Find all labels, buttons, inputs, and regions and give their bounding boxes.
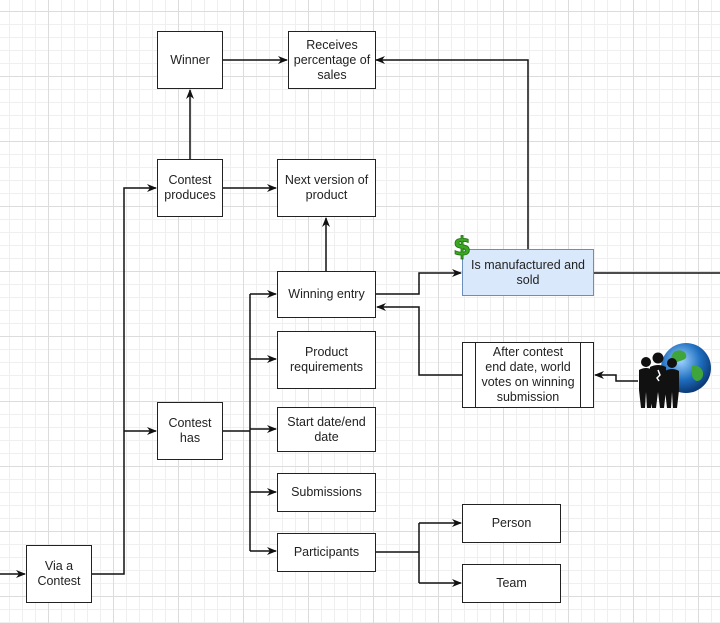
node-participants[interactable]: Participants xyxy=(277,533,376,572)
node-label: After contest end date, world votes on w… xyxy=(481,345,575,404)
edge-winning-to-manufactured xyxy=(376,269,462,295)
node-label: Next version of product xyxy=(284,173,369,202)
node-label: Team xyxy=(496,576,527,590)
node-label: Winning entry xyxy=(288,287,365,301)
dollar-sign-icon: $ xyxy=(453,232,472,260)
edge-votes-to-winning xyxy=(376,303,462,376)
node-winner[interactable]: Winner xyxy=(157,31,223,89)
node-label: Is manufactured and sold xyxy=(471,257,585,287)
edge-manufactured-to-receives xyxy=(375,56,529,249)
node-label: Via a Contest xyxy=(37,559,81,588)
node-label: Winner xyxy=(170,52,210,67)
node-label: Submissions xyxy=(291,485,362,499)
node-label: Product requirements xyxy=(290,345,363,374)
node-via-contest[interactable]: Via a Contest xyxy=(26,545,92,603)
node-person[interactable]: Person xyxy=(462,504,561,543)
people-globe-icon xyxy=(639,343,711,408)
svg-text:$: $ xyxy=(453,232,471,260)
node-winning-entry[interactable]: Winning entry xyxy=(277,271,376,318)
node-receives-percentage[interactable]: Receives percentage of sales xyxy=(288,31,376,89)
edge-via-to-produces xyxy=(92,184,157,575)
node-start-end-date[interactable]: Start date/end date xyxy=(277,407,376,452)
node-contest-has[interactable]: Contest has xyxy=(157,402,223,460)
node-label: Receives percentage of sales xyxy=(293,37,371,82)
node-label: Start date/end date xyxy=(287,414,366,444)
people-silhouettes xyxy=(639,352,679,408)
node-submissions[interactable]: Submissions xyxy=(277,473,376,512)
node-world-votes[interactable]: After contest end date, world votes on w… xyxy=(462,342,594,408)
node-label: Participants xyxy=(293,545,360,559)
node-team[interactable]: Team xyxy=(462,564,561,603)
node-contest-produces[interactable]: Contest produces xyxy=(157,159,223,217)
node-product-requirements[interactable]: Product requirements xyxy=(277,331,376,389)
node-manufactured-sold[interactable]: Is manufactured and sold xyxy=(462,249,594,296)
node-label: Contest produces xyxy=(164,173,216,202)
node-next-version[interactable]: Next version of product xyxy=(277,159,376,217)
node-label: Contest has xyxy=(168,416,212,445)
node-label: Person xyxy=(491,516,532,530)
edge-people-to-votes xyxy=(594,371,638,382)
